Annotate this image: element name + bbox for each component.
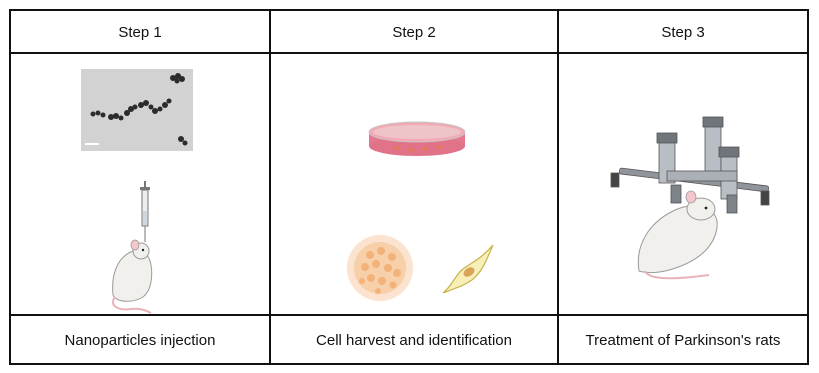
steps-table: Step 1 Step 2 Step 3	[9, 9, 809, 365]
petri-dish-icon	[367, 118, 467, 158]
step-3-header: Step 3	[559, 11, 807, 54]
step-1-header: Step 1	[11, 11, 269, 54]
cell-colony-icon	[345, 233, 415, 303]
spindle-cell-icon	[439, 241, 497, 297]
step-1-caption: Nanoparticles injection	[11, 316, 269, 365]
rat-icon	[103, 235, 161, 315]
column-divider-1	[269, 11, 271, 363]
stereotaxic-frame-icon	[609, 111, 779, 281]
step-2-header: Step 2	[271, 11, 557, 54]
column-divider-2	[557, 11, 559, 363]
step-3-caption: Treatment of Parkinson's rats	[559, 316, 807, 365]
syringe-icon	[135, 181, 155, 243]
step-2-caption: Cell harvest and identification	[271, 316, 557, 365]
nanoparticle-micrograph-icon	[81, 69, 193, 151]
